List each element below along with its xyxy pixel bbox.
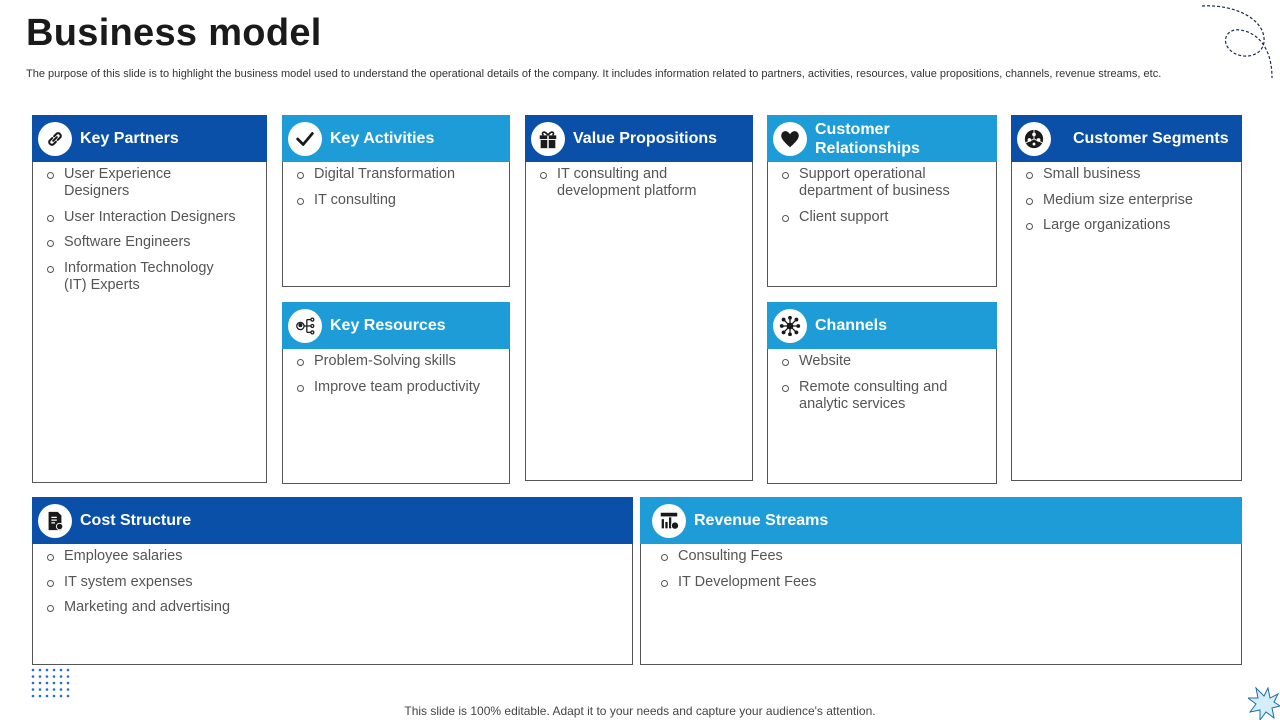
gift-icon	[531, 121, 565, 156]
list-item: IT consulting	[295, 192, 501, 209]
value-propositions-body: IT consulting and development platform	[525, 162, 753, 481]
list-item: Website	[780, 353, 988, 370]
revenue-streams-card: Revenue Streams Consulting Fees IT Devel…	[640, 497, 1242, 665]
decorative-star-icon	[1248, 686, 1280, 720]
key-activities-title: Key Activities	[330, 130, 435, 147]
key-activities-card: Key Activities Digital Transformation IT…	[282, 115, 510, 287]
list-item: Software Engineers	[45, 234, 258, 251]
revenue-streams-list: Consulting Fees IT Development Fees	[659, 548, 1233, 591]
customer-relationships-header: Customer Relationships	[767, 115, 997, 162]
link-icon	[38, 121, 72, 156]
customer-relationships-card: Customer Relationships Support operation…	[767, 115, 997, 287]
list-item: Improve team productivity	[295, 379, 501, 396]
channels-card: Channels Website Remote consulting and a…	[767, 302, 997, 484]
list-item: IT consulting and development platform	[538, 166, 718, 200]
key-activities-body: Digital Transformation IT consulting	[282, 162, 510, 287]
list-item: User Interaction Designers	[45, 209, 258, 226]
channels-body: Website Remote consulting and analytic s…	[767, 349, 997, 484]
list-item: Client support	[780, 209, 988, 226]
customer-relationships-title: Customer Relationships	[815, 120, 920, 157]
cost-structure-title: Cost Structure	[80, 512, 192, 529]
list-item: IT Development Fees	[659, 574, 1233, 591]
key-resources-card: Key Resources Problem-Solving skills Imp…	[282, 302, 510, 484]
key-resources-list: Problem-Solving skills Improve team prod…	[295, 353, 501, 396]
list-item: Large organizations	[1024, 217, 1233, 234]
customer-relationships-body: Support operational department of busine…	[767, 162, 997, 287]
revenue-streams-header: Revenue Streams	[640, 497, 1242, 544]
key-partners-list: User Experience Designers User Interacti…	[45, 166, 258, 294]
footer-note: This slide is 100% editable. Adapt it to…	[404, 704, 876, 718]
checkmark-icon	[288, 121, 322, 156]
customer-segments-list: Small business Medium size enterprise La…	[1024, 166, 1233, 234]
value-propositions-title: Value Propositions	[573, 130, 718, 147]
revenue-streams-body: Consulting Fees IT Development Fees	[640, 544, 1242, 665]
segments-icon	[1017, 121, 1051, 156]
channels-list: Website Remote consulting and analytic s…	[780, 353, 988, 413]
page-title: Business model	[26, 12, 322, 54]
invoice-icon	[38, 503, 72, 538]
key-resources-title: Key Resources	[330, 317, 446, 334]
list-item: Information Technology (IT) Experts	[45, 260, 225, 294]
key-partners-card: Key Partners User Experience Designers U…	[32, 115, 267, 483]
value-propositions-list: IT consulting and development platform	[538, 166, 744, 200]
resources-icon	[288, 308, 322, 343]
channels-title: Channels	[815, 317, 888, 334]
cost-structure-header: Cost Structure	[32, 497, 633, 544]
channels-header: Channels	[767, 302, 997, 349]
list-item: Marketing and advertising	[45, 599, 624, 616]
value-propositions-card: Value Propositions IT consulting and dev…	[525, 115, 753, 481]
key-activities-list: Digital Transformation IT consulting	[295, 166, 501, 209]
key-partners-header: Key Partners	[32, 115, 267, 162]
cost-structure-body: Employee salaries IT system expenses Mar…	[32, 544, 633, 665]
customer-segments-title: Customer Segments	[1073, 130, 1229, 147]
revenue-streams-title: Revenue Streams	[694, 512, 829, 529]
key-activities-header: Key Activities	[282, 115, 510, 162]
key-partners-title: Key Partners	[80, 130, 179, 147]
customer-segments-body: Small business Medium size enterprise La…	[1011, 162, 1242, 481]
list-item: Medium size enterprise	[1024, 192, 1233, 209]
value-propositions-header: Value Propositions	[525, 115, 753, 162]
list-item: Problem-Solving skills	[295, 353, 501, 370]
list-item: Support operational department of busine…	[780, 166, 970, 200]
list-item: Digital Transformation	[295, 166, 501, 183]
list-item: Remote consulting and analytic services	[780, 379, 970, 413]
heart-icon	[773, 121, 807, 156]
list-item: User Experience Designers	[45, 166, 185, 200]
revenue-chart-icon	[652, 503, 686, 538]
list-item: Consulting Fees	[659, 548, 1233, 565]
cost-structure-list: Employee salaries IT system expenses Mar…	[45, 548, 624, 616]
list-item: Employee salaries	[45, 548, 624, 565]
decorative-loop-icon	[1201, 5, 1273, 79]
key-partners-body: User Experience Designers User Interacti…	[32, 162, 267, 483]
decorative-dot-grid	[31, 668, 70, 698]
cost-structure-card: Cost Structure Employee salaries IT syst…	[32, 497, 633, 665]
key-resources-header: Key Resources	[282, 302, 510, 349]
customer-segments-card: Customer Segments Small business Medium …	[1011, 115, 1242, 481]
customer-relationships-list: Support operational department of busine…	[780, 166, 988, 226]
key-resources-body: Problem-Solving skills Improve team prod…	[282, 349, 510, 484]
list-item: IT system expenses	[45, 574, 624, 591]
customer-segments-header: Customer Segments	[1011, 115, 1242, 162]
page-subtitle: The purpose of this slide is to highligh…	[26, 68, 1162, 80]
list-item: Small business	[1024, 166, 1233, 183]
network-icon	[773, 308, 807, 343]
